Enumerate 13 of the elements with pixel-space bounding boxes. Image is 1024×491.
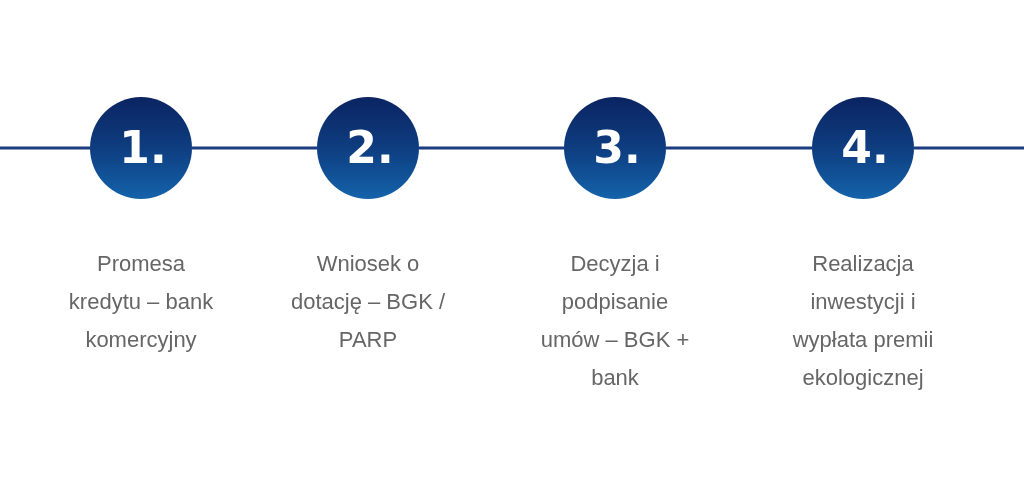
connector-line	[914, 146, 1024, 150]
connector-line	[666, 146, 812, 150]
connector-line	[419, 146, 564, 150]
step-number: 4.	[840, 126, 889, 170]
step-description: Promesa kredytu – bank komercyjny	[67, 250, 215, 354]
step-number: 2.	[345, 126, 394, 170]
step-number: 3.	[592, 126, 641, 170]
step-number: 1.	[118, 126, 167, 170]
step-description: Decyzja i podpisanie umów – BGK + bank	[539, 250, 691, 392]
step-description: Realizacja inwestycji i wypłata premii ekologicznej	[791, 250, 935, 392]
connector-line	[192, 146, 317, 150]
connector-line	[0, 146, 90, 150]
step-description: Wniosek o dotację – BGK / PARP	[289, 250, 447, 354]
